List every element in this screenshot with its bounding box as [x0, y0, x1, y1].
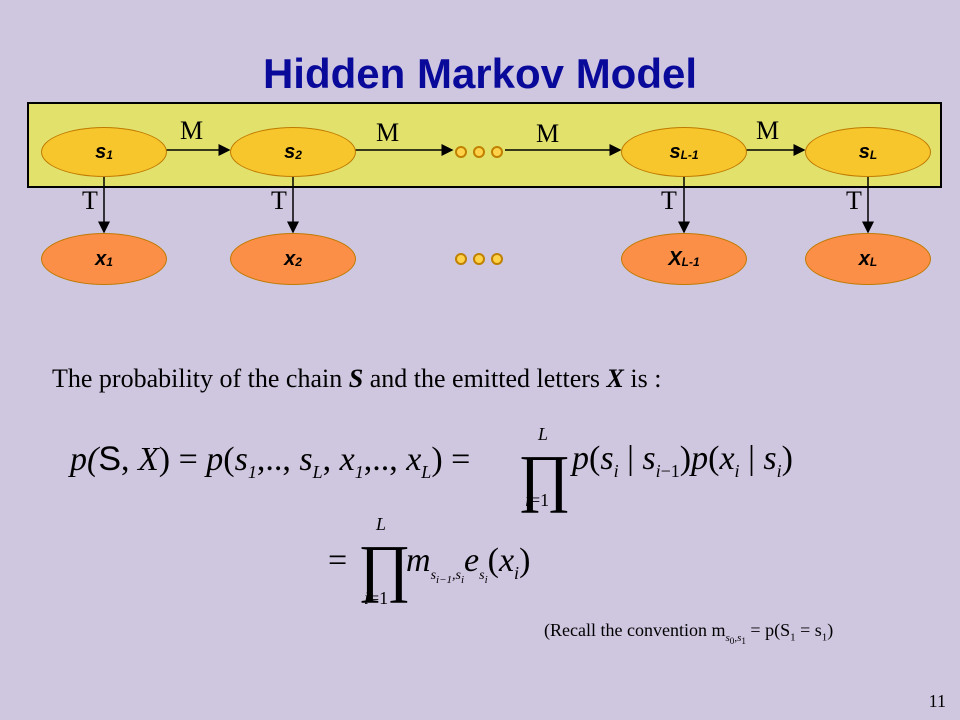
formula-line-2-equals: = — [328, 542, 348, 579]
ellipsis-dot — [455, 253, 467, 265]
ellipsis-dot — [473, 146, 485, 158]
product-lower-limit: i=1 — [525, 490, 550, 510]
ellipsis-dot — [473, 253, 485, 265]
emission-label: T — [271, 186, 287, 215]
emission-label: T — [82, 186, 98, 215]
formula-line-1: p(S, X) = p(s1,.., sL, x1,.., xL) = — [70, 440, 471, 482]
page-number: 11 — [928, 691, 946, 711]
recall-convention-note: (Recall the convention ms0,s1 = p(S1 = s… — [544, 620, 834, 646]
transition-label: M — [756, 116, 780, 145]
formula-line-2-rhs: msi−1,siesi(xi) — [406, 542, 531, 586]
product-lower-limit: i=1 — [364, 588, 389, 608]
emission-label: T — [846, 186, 862, 215]
probability-statement: The probability of the chain S and the e… — [52, 364, 662, 393]
ellipsis-dot — [491, 146, 503, 158]
page-title: Hidden Markov Model — [262, 50, 698, 97]
transition-label: M — [376, 118, 400, 147]
product-upper-limit: L — [538, 424, 549, 444]
transition-label: M — [180, 116, 204, 145]
product-upper-limit: L — [376, 514, 387, 534]
transition-label: M — [536, 119, 560, 148]
product-symbol: ∏ — [358, 532, 411, 603]
ellipsis-dot — [455, 146, 467, 158]
hidden-state-band — [27, 102, 942, 188]
ellipsis-dot — [491, 253, 503, 265]
product-symbol: ∏ — [518, 442, 571, 513]
emission-label: T — [661, 186, 677, 215]
formula-line-1-rhs: p(si | si−1)p(xi | si) — [572, 440, 793, 481]
